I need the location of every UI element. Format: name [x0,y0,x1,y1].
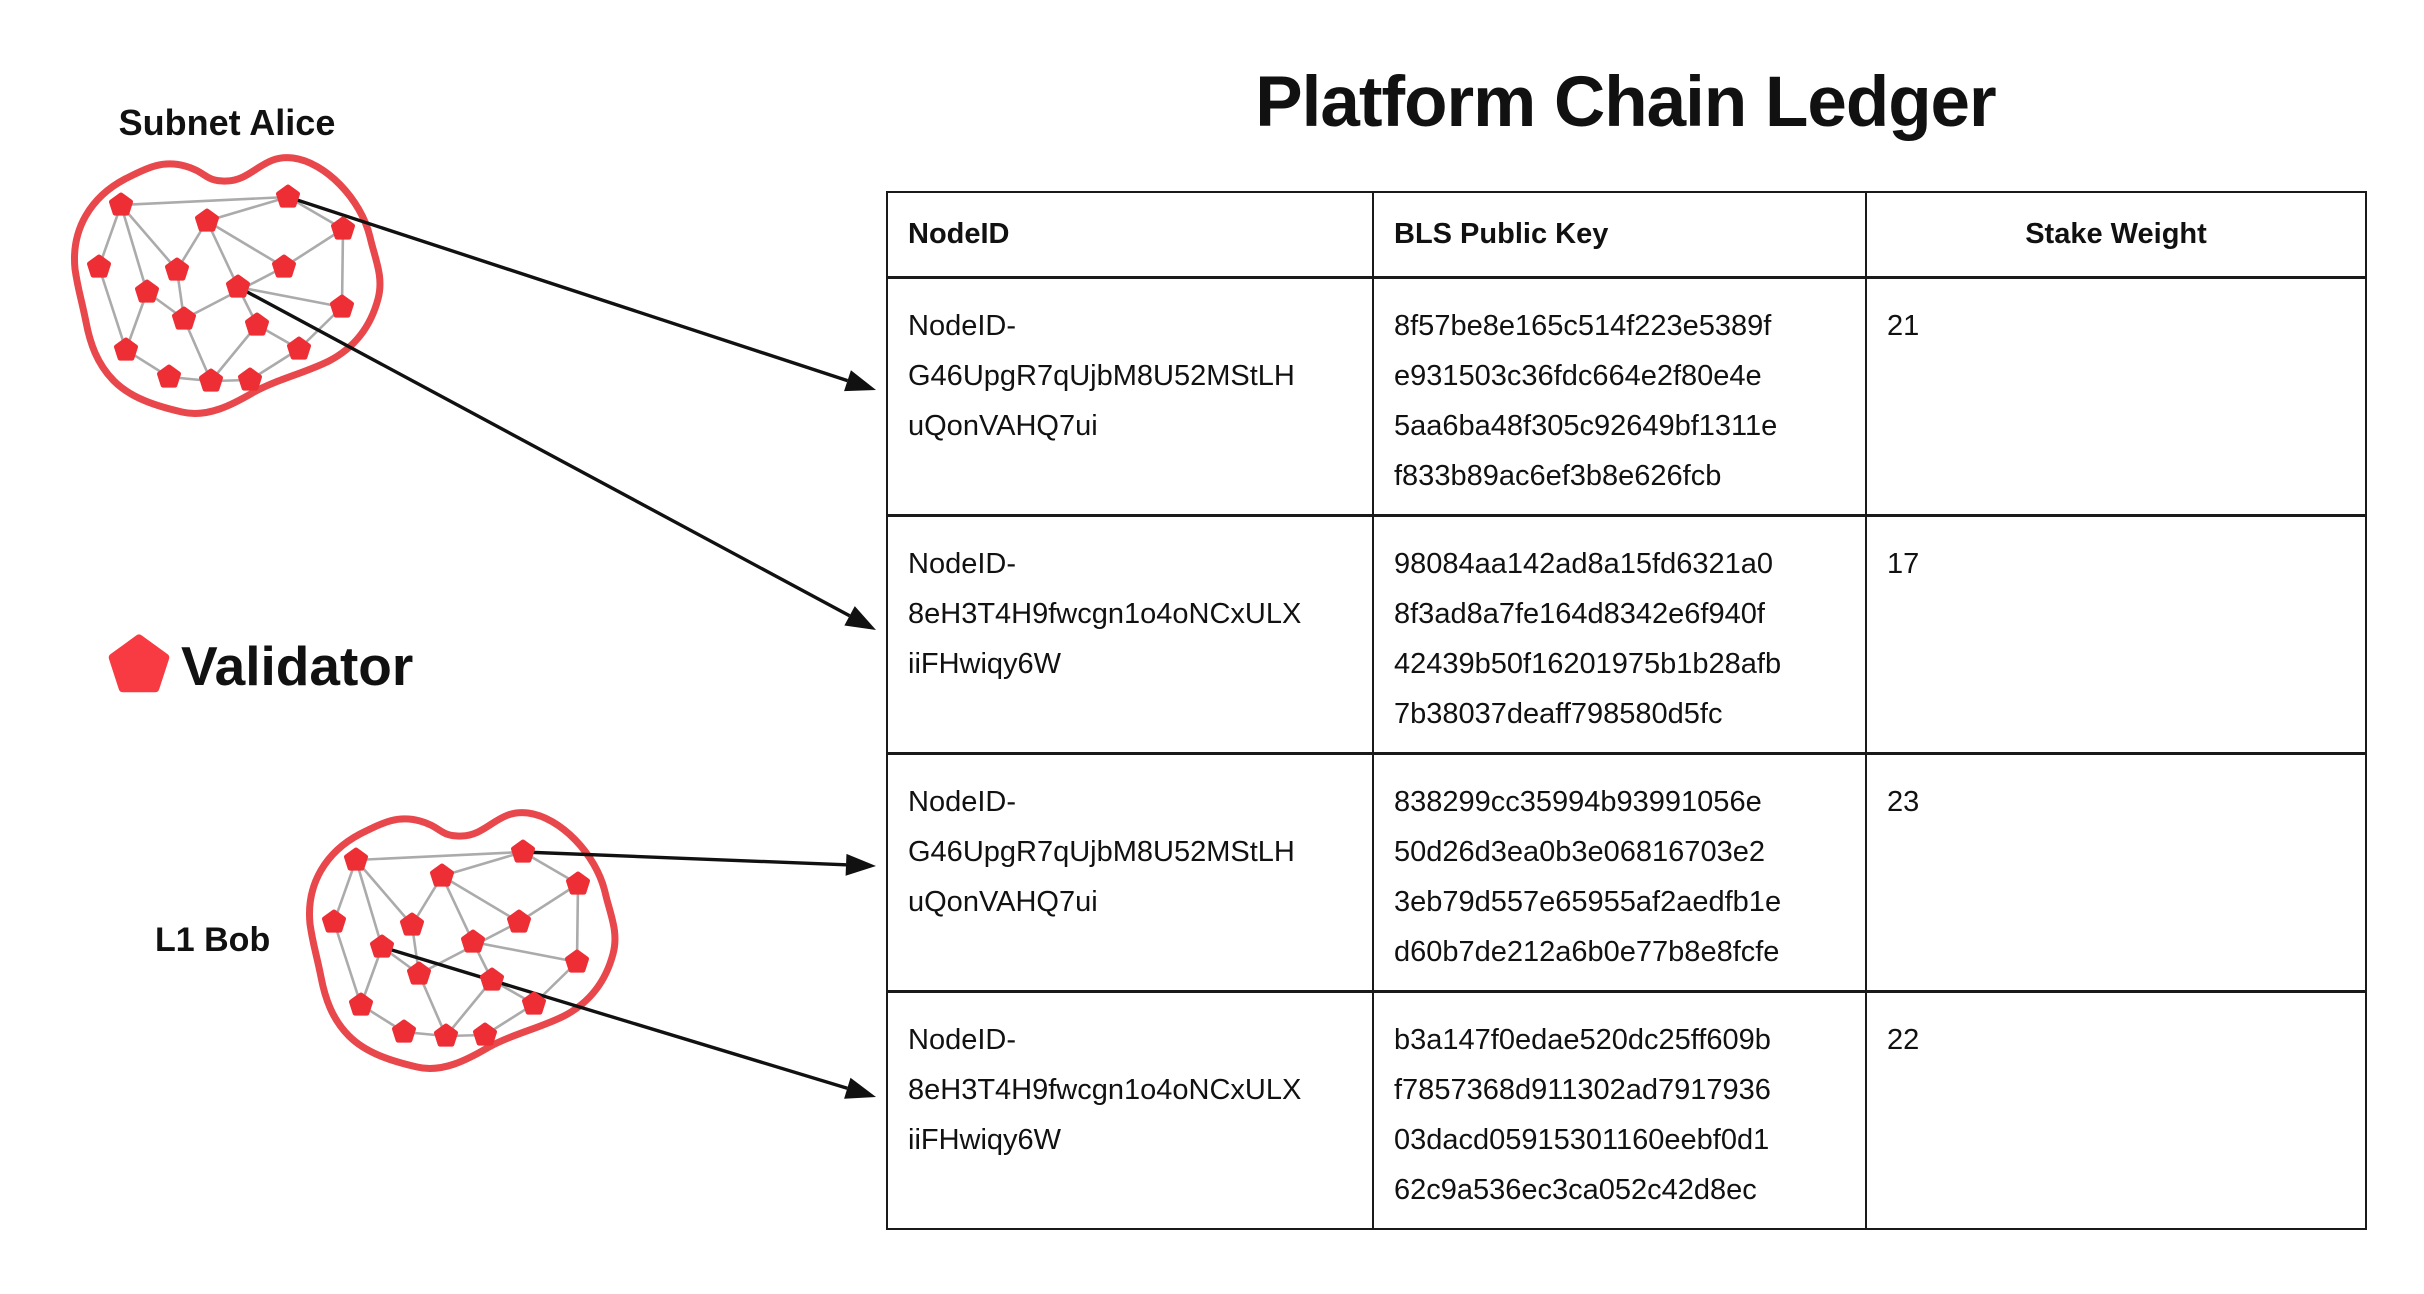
validator-mapping-arrow [287,195,849,383]
validator-node-icon [430,863,454,887]
validator-node-icon [322,909,346,933]
validator-node-icon [461,929,485,953]
peer-connection-edge [518,882,579,924]
validator-node-icon [199,368,223,392]
validator-node-icon [400,912,424,936]
validator-node-icon [522,991,546,1015]
peer-connection-edge [283,227,344,269]
subnet-boundary-blob [71,154,384,417]
subnet-bob-label: L1 Bob [155,921,271,959]
platform-chain-ledger-table: NodeID BLS Public Key Stake Weight NodeI… [886,191,2367,1230]
arrowhead-icon [845,853,876,876]
arrowhead-icon [844,1077,876,1099]
validator-node-icon [349,992,373,1016]
validator-node-icon [195,208,219,232]
validator-pentagon-icon [108,634,170,693]
peer-connection-edge [205,220,240,288]
validator-node-icon [370,934,394,958]
validator-node-icon [507,909,531,933]
peer-connection-edge [575,883,580,963]
validator-node-icon [276,184,300,208]
validator-node-icon [135,279,159,303]
subnet-alice-label: Subnet Alice [118,102,336,143]
peer-connection-edge [472,940,578,964]
peer-connection-edge [332,921,363,1006]
peer-connection-edge [120,204,178,271]
validator-node-icon [473,1022,497,1046]
validator-node-icon [87,254,111,278]
validator-node-icon [238,367,262,391]
validator-node-icon [566,871,590,895]
stake-weight-cell: 17 [1865,513,2367,754]
stake-weight-cell: 22 [1865,989,2367,1230]
header-row: NodeID BLS Public Key Stake Weight [886,191,2367,279]
l1-bob-nodes [322,839,590,1047]
validator-row: NodeID- 8eH3T4H9fwcgn1o4oNCxULX iiFHwiqy… [886,513,2367,754]
peer-connection-edge [206,195,289,223]
validator-mapping-arrow [237,285,851,618]
peer-connection-edge [441,850,524,878]
validator-node-icon [407,961,431,985]
peer-connection-edge [97,266,128,351]
validator-mapping-arrow [381,945,848,1090]
validator-node-icon [565,949,589,973]
validator-node-icon [109,192,133,216]
nodeid-cell: NodeID- 8eH3T4H9fwcgn1o4oNCxULX iiFHwiqy… [886,989,1374,1230]
validator-node-icon [245,312,269,336]
subnet-boundary-blob [306,809,619,1072]
validator-row: NodeID- G46UpgR7qUjbM8U52MStLH uQonVAHQ7… [886,751,2367,992]
peer-connection-edge [206,219,285,269]
validator-node-icon [226,274,250,298]
validator-node-icon [344,847,368,871]
validator-mapping-arrow [522,850,847,867]
stake-weight-cell: 21 [1865,275,2367,516]
bls-key-cell: b3a147f0edae520dc25ff609b f7857368d91130… [1372,989,1867,1230]
peer-connection-edge [440,875,475,943]
peer-connection-edge [355,850,524,862]
subnet-alice-nodes [87,184,355,392]
validator-node-icon [114,337,138,361]
peer-connection-edge [119,204,149,293]
validator-node-icon [272,254,296,278]
peer-connection-edge [340,228,345,308]
bls-key-cell: 98084aa142ad8a15fd6321a0 8f3ad8a7fe164d8… [1372,513,1867,754]
arrowhead-icon [844,370,876,392]
validator-node-icon [434,1023,458,1047]
bls-key-cell: 838299cc35994b93991056e 50d26d3ea0b3e068… [1372,751,1867,992]
stake-weight-cell: 23 [1865,751,2367,992]
page-title: Platform Chain Ledger [1255,63,1996,142]
validator-row: NodeID- G46UpgR7qUjbM8U52MStLH uQonVAHQ7… [886,275,2367,516]
col-header-stake-weight: Stake Weight [1865,191,2367,279]
validator-node-icon [392,1019,416,1043]
col-header-bls-public-key: BLS Public Key [1372,191,1867,279]
peer-connection-edge [355,859,413,926]
arrowhead-icon [844,606,876,630]
nodeid-cell: NodeID- 8eH3T4H9fwcgn1o4oNCxULX iiFHwiqy… [886,513,1374,754]
validator-node-icon [172,306,196,330]
validator-legend-label: Validator [181,635,414,697]
nodeid-cell: NodeID- G46UpgR7qUjbM8U52MStLH uQonVAHQ7… [886,275,1374,516]
peer-connection-edge [120,195,289,207]
bls-key-cell: 8f57be8e165c514f223e5389f e931503c36fdc6… [1372,275,1867,516]
validator-row: NodeID- 8eH3T4H9fwcgn1o4oNCxULX iiFHwiqy… [886,989,2367,1230]
peer-connection-edge [354,859,384,948]
validator-node-icon [511,839,535,863]
validator-node-icon [331,216,355,240]
validator-node-icon [480,967,504,991]
peer-connection-edge [237,285,343,309]
validator-node-icon [157,364,181,388]
validator-node-icon [287,336,311,360]
peer-connection-edge [441,874,520,924]
validator-node-icon [165,257,189,281]
col-header-nodeid: NodeID [886,191,1374,279]
nodeid-cell: NodeID- G46UpgR7qUjbM8U52MStLH uQonVAHQ7… [886,751,1374,992]
validator-node-icon [330,294,354,318]
